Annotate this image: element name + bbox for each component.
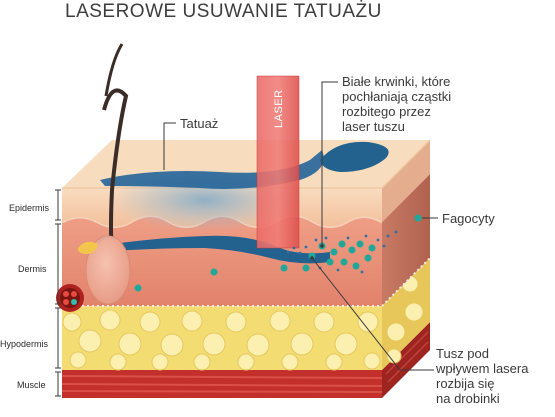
hypodermis-layer [62, 258, 430, 371]
svg-text:Tusz pod: Tusz pod [436, 346, 489, 361]
label-dermis: Dermis [18, 264, 47, 274]
label-hypodermis: Hypodermis [0, 339, 49, 349]
laser-label: LASER [273, 89, 285, 128]
label-epidermis: Epidermis [9, 203, 50, 213]
svg-text:Białe krwinki, które: Białe krwinki, które [342, 74, 450, 89]
callout-ink-breaks: Tusz pod wpływem lasera rozbija się na d… [435, 346, 529, 406]
layer-brackets [55, 189, 61, 397]
svg-text:laser tuszu: laser tuszu [342, 119, 405, 134]
phagocytes [134, 214, 422, 292]
blood-vessel [56, 284, 84, 312]
diagram-title: LASEROWE USUWANIE TATUAŻU [65, 1, 382, 22]
svg-text:na drobinki: na drobinki [436, 391, 500, 406]
hair-follicle [56, 43, 131, 312]
laser-beam: LASER [256, 75, 300, 249]
svg-text:rozbija się: rozbija się [436, 376, 495, 391]
svg-text:rozbitego przez: rozbitego przez [342, 104, 431, 119]
callout-tattoo: Tatuaż [180, 116, 218, 131]
leader-lines [163, 81, 438, 371]
callout-phagocytes: Fagocyty [442, 211, 495, 226]
callout-white-cells: Białe krwinki, które pochłaniają cząstki… [342, 74, 451, 134]
svg-text:wpływem lasera: wpływem lasera [435, 361, 529, 376]
svg-text:pochłaniają cząstki: pochłaniają cząstki [342, 89, 451, 104]
muscle-layer [61, 322, 430, 398]
label-muscle: Muscle [17, 380, 46, 390]
